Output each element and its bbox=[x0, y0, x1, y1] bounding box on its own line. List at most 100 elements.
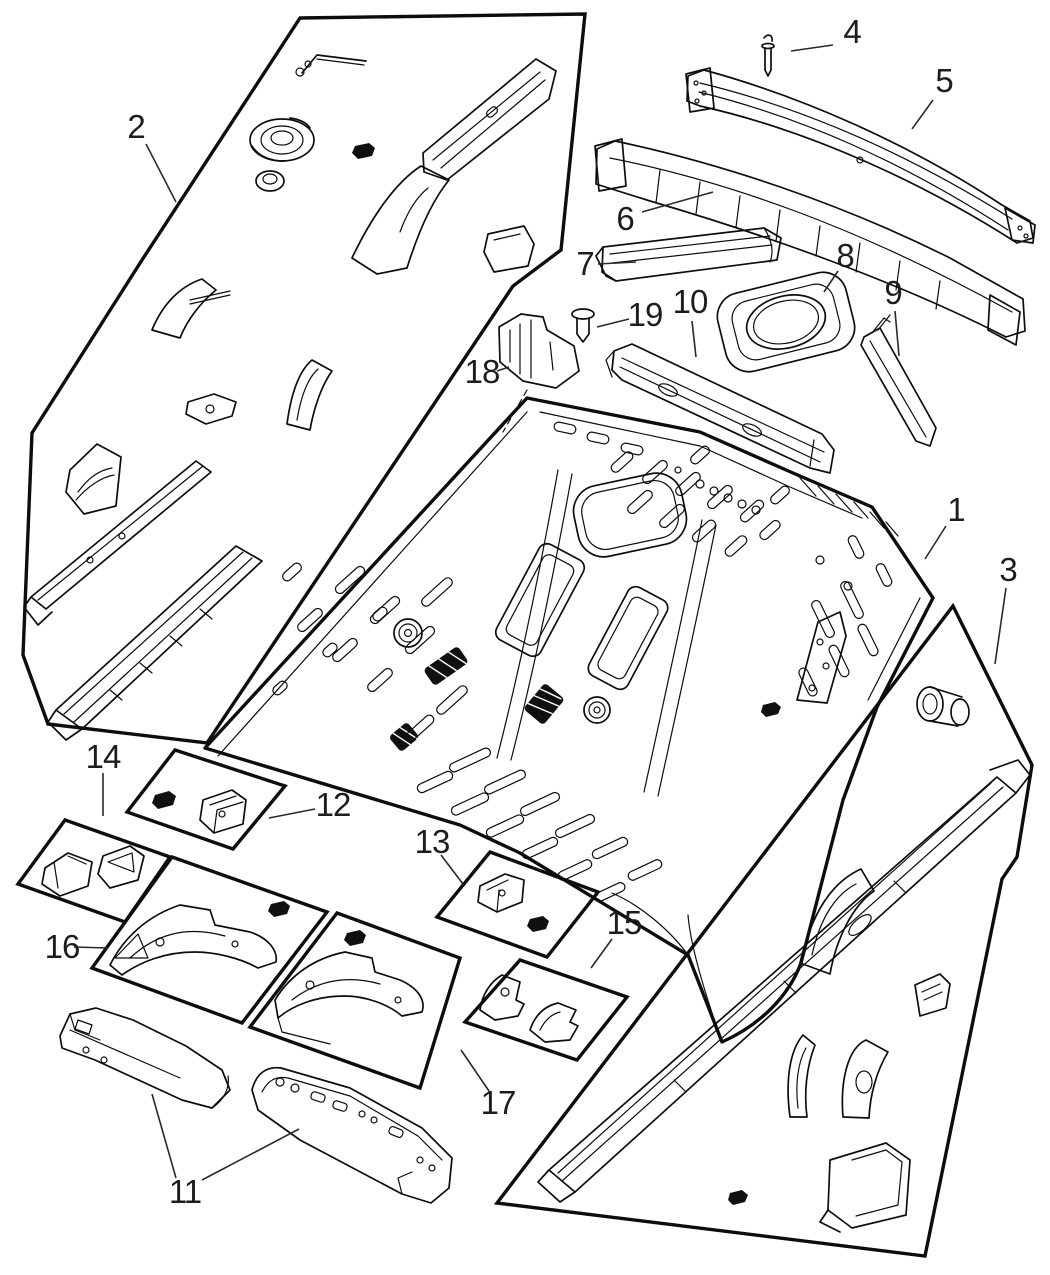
pan-emboss-slot bbox=[724, 535, 748, 557]
panel-3-outline bbox=[493, 602, 1034, 1258]
screw-4 bbox=[761, 34, 775, 77]
pan-emboss-slot bbox=[847, 535, 865, 559]
leader-line-17 bbox=[460, 1049, 490, 1092]
box-17 bbox=[247, 910, 463, 1091]
pan-emboss-slot bbox=[759, 519, 781, 541]
leader-line-11 bbox=[201, 1128, 300, 1181]
crossmember-upper bbox=[685, 67, 1036, 244]
callout-10: 10 bbox=[672, 283, 709, 320]
leader-line-2 bbox=[145, 143, 177, 203]
sill-parts-11 bbox=[59, 1007, 453, 1204]
pan-emboss-slot bbox=[691, 519, 717, 543]
leader-line-7 bbox=[597, 261, 637, 265]
leader-line-13 bbox=[440, 854, 464, 885]
pan-emboss-slot bbox=[707, 484, 733, 510]
leader-lines bbox=[73, 44, 1007, 1181]
pan-emboss-slot bbox=[840, 580, 864, 620]
panel-2-parts bbox=[23, 54, 557, 741]
pan-emboss-slot bbox=[369, 595, 401, 625]
pan-emboss-slot bbox=[554, 813, 596, 839]
pan-emboss-slot bbox=[627, 489, 653, 515]
pan-emboss-slot bbox=[739, 499, 765, 523]
box-13 bbox=[434, 849, 601, 960]
box-14 bbox=[15, 817, 173, 925]
rail-9 bbox=[860, 314, 937, 447]
leader-line-1 bbox=[924, 525, 947, 560]
pan-emboss-slot bbox=[586, 431, 610, 445]
pan-emboss-slot bbox=[405, 714, 435, 742]
pan-emboss-slot bbox=[367, 667, 393, 693]
callout-15: 15 bbox=[606, 904, 643, 941]
pan-emboss-slot bbox=[627, 859, 663, 881]
pan-emboss-slot bbox=[282, 562, 302, 582]
pan-emboss-slot bbox=[857, 623, 879, 657]
pan-emboss-slot bbox=[297, 607, 323, 633]
spare-tire-plate bbox=[716, 271, 856, 373]
pan-emboss-slot bbox=[272, 680, 288, 696]
callout-17: 17 bbox=[480, 1084, 517, 1121]
callout-18: 18 bbox=[464, 353, 501, 390]
pan-emboss-slot bbox=[659, 503, 685, 529]
panel-3-parts bbox=[537, 686, 1031, 1233]
push-pin-19 bbox=[571, 308, 595, 343]
leader-line-6 bbox=[641, 191, 714, 213]
pan-emboss-slot bbox=[591, 836, 629, 860]
callout-2: 2 bbox=[127, 108, 145, 145]
leader-line-4 bbox=[790, 44, 834, 52]
rail-10 bbox=[605, 343, 835, 474]
pan-emboss-slot bbox=[416, 770, 454, 794]
pan-emboss-slot bbox=[811, 599, 835, 639]
pan-emboss-slot bbox=[875, 563, 893, 587]
callout-6: 6 bbox=[616, 200, 634, 237]
pan-emboss-slot bbox=[322, 642, 338, 658]
pan-emboss-slot bbox=[334, 565, 366, 595]
pan-emboss-slot bbox=[404, 625, 436, 655]
pan-emboss-slot bbox=[484, 769, 526, 795]
callout-16: 16 bbox=[44, 928, 81, 965]
pan-emboss-slot bbox=[828, 644, 850, 678]
pan-emboss-slot bbox=[421, 577, 453, 607]
leader-line-10 bbox=[691, 320, 697, 358]
pan-emboss-slot bbox=[798, 667, 818, 697]
leader-line-19 bbox=[596, 318, 630, 328]
pan-emboss-slot bbox=[610, 451, 634, 473]
pan-emboss-slot bbox=[770, 485, 790, 505]
pan-emboss-slot bbox=[690, 445, 710, 465]
callout-14: 14 bbox=[85, 738, 122, 775]
pan-emboss-slot bbox=[332, 637, 358, 663]
pan-emboss-slot bbox=[553, 421, 577, 435]
box-16 bbox=[89, 854, 330, 1026]
leader-line-15 bbox=[590, 938, 613, 969]
panel-2-outline bbox=[21, 12, 587, 745]
pan-emboss-slot bbox=[594, 882, 626, 902]
callout-5: 5 bbox=[935, 62, 953, 99]
callout-8: 8 bbox=[836, 237, 854, 274]
leader-line-8 bbox=[823, 270, 839, 293]
rail-7 bbox=[595, 227, 782, 282]
callout-11: 11 bbox=[168, 1173, 202, 1210]
callout-4: 4 bbox=[843, 13, 861, 50]
leader-line-16 bbox=[73, 946, 109, 949]
pan-emboss-slot bbox=[450, 792, 490, 816]
pan-emboss-slot bbox=[372, 606, 388, 622]
leader-line-3 bbox=[994, 587, 1007, 665]
leader-line-12 bbox=[268, 808, 316, 819]
pan-emboss-slot bbox=[521, 836, 559, 860]
pan-emboss-slot bbox=[642, 459, 668, 485]
pan-emboss-slot bbox=[449, 747, 491, 773]
callout-19: 19 bbox=[627, 296, 664, 333]
callout-13: 13 bbox=[414, 823, 451, 860]
floor-pan bbox=[203, 396, 935, 1044]
pan-emboss-slot bbox=[519, 791, 561, 817]
callout-9: 9 bbox=[884, 274, 902, 311]
box-12 bbox=[124, 748, 288, 851]
leader-line-18 bbox=[496, 366, 510, 372]
callout-7: 7 bbox=[576, 245, 594, 282]
callout-3: 3 bbox=[999, 551, 1017, 588]
pan-emboss-slot bbox=[675, 471, 701, 497]
leader-line-5 bbox=[911, 99, 934, 130]
callout-1: 1 bbox=[947, 491, 965, 528]
leader-line-11 bbox=[151, 1093, 177, 1179]
